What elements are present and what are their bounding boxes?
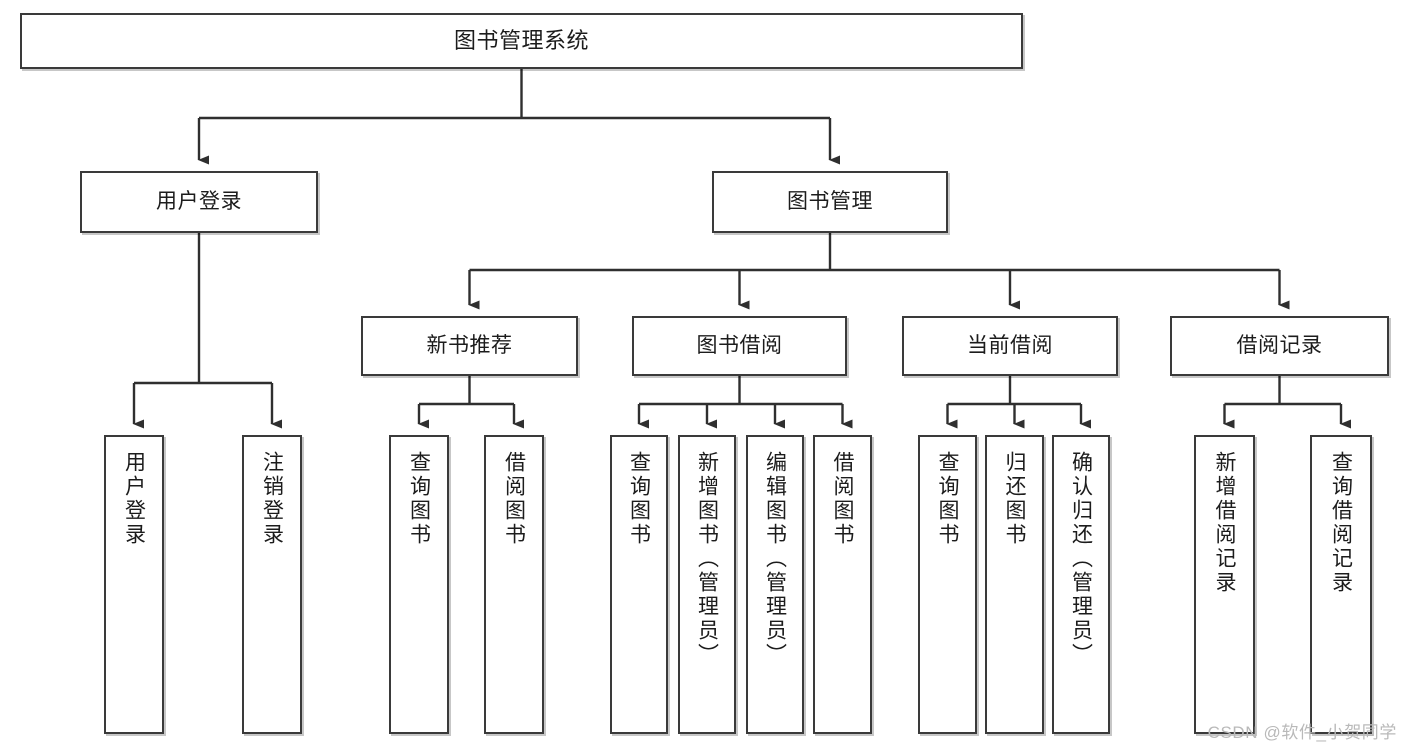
node-label: 查询图书 <box>407 451 431 547</box>
node-book-manage[interactable]: 图书管理 <box>712 171 948 233</box>
node-leaf-query-record[interactable]: 查询借阅记录 <box>1310 435 1372 734</box>
node-leaf-query-book-1[interactable]: 查询图书 <box>389 435 449 734</box>
node-leaf-user-login[interactable]: 用户登录 <box>104 435 164 734</box>
node-label: 借阅图书 <box>831 451 854 547</box>
node-label: 注销登录 <box>260 451 284 547</box>
node-leaf-query-book-2[interactable]: 查询图书 <box>610 435 668 734</box>
node-label: 借阅图书 <box>502 451 526 547</box>
node-label: 查询借阅记录 <box>1329 451 1353 595</box>
node-user-login[interactable]: 用户登录 <box>80 171 318 233</box>
node-label: 查询图书 <box>627 451 651 547</box>
node-label: 新增图书（管理员） <box>695 451 719 667</box>
node-leaf-add-record[interactable]: 新增借阅记录 <box>1194 435 1255 734</box>
node-leaf-borrow-book-1[interactable]: 借阅图书 <box>484 435 544 734</box>
node-label: 归还图书 <box>1003 451 1026 547</box>
node-root[interactable]: 图书管理系统 <box>20 13 1023 69</box>
node-new-book-rec[interactable]: 新书推荐 <box>361 316 578 376</box>
node-label: 图书借阅 <box>696 334 783 358</box>
node-label: 新增借阅记录 <box>1213 451 1236 595</box>
node-leaf-confirm-return[interactable]: 确认归还（管理员） <box>1052 435 1110 734</box>
node-leaf-query-book-3[interactable]: 查询图书 <box>918 435 977 734</box>
node-borrow-record[interactable]: 借阅记录 <box>1170 316 1389 376</box>
node-label: 借阅记录 <box>1236 334 1323 358</box>
node-current-borrow[interactable]: 当前借阅 <box>902 316 1118 376</box>
node-leaf-user-logout[interactable]: 注销登录 <box>242 435 302 734</box>
node-leaf-edit-book[interactable]: 编辑图书（管理员） <box>746 435 804 734</box>
node-label: 图书管理 <box>787 190 873 214</box>
edge-group <box>132 69 1351 429</box>
node-label: 查询图书 <box>936 451 959 547</box>
node-leaf-return-book[interactable]: 归还图书 <box>985 435 1044 734</box>
node-label: 编辑图书（管理员） <box>763 451 787 667</box>
node-label: 图书管理系统 <box>453 27 589 53</box>
node-label: 当前借阅 <box>967 334 1053 358</box>
node-leaf-add-book[interactable]: 新增图书（管理员） <box>678 435 736 734</box>
node-label: 新书推荐 <box>426 334 513 358</box>
node-book-borrow[interactable]: 图书借阅 <box>632 316 847 376</box>
node-label: 用户登录 <box>122 451 146 547</box>
node-label: 确认归还（管理员） <box>1069 451 1093 667</box>
node-label: 用户登录 <box>156 190 242 214</box>
node-leaf-borrow-book-2[interactable]: 借阅图书 <box>813 435 872 734</box>
